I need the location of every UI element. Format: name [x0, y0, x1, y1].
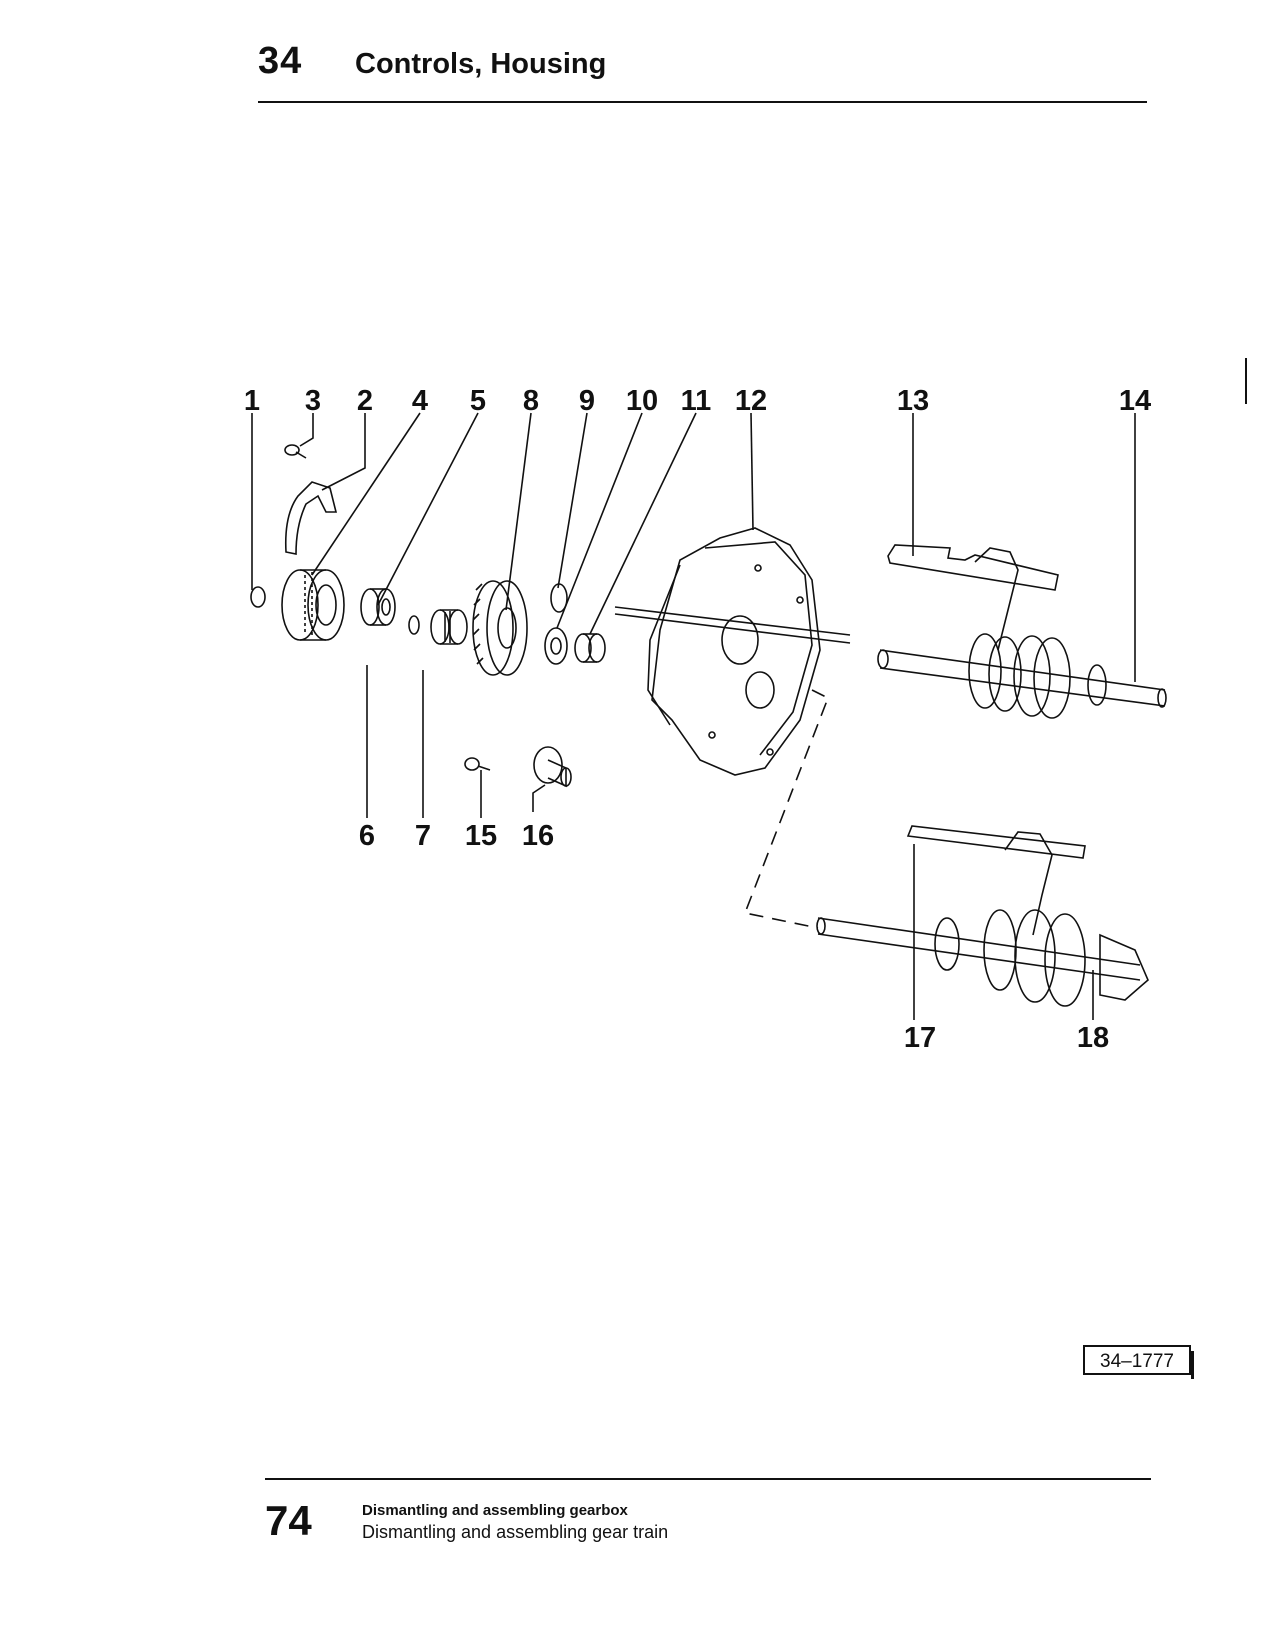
assembly-dash-line	[743, 689, 830, 929]
margin-mark	[1245, 358, 1247, 404]
part-11-bearing	[574, 633, 606, 663]
header-rule	[258, 101, 1147, 103]
part-9-circlip	[550, 583, 568, 613]
figure-reference: 34–1777	[1083, 1345, 1194, 1379]
leader-9	[557, 412, 588, 589]
callout-10: 10	[626, 385, 658, 417]
part-14-mainshaft	[877, 633, 1167, 719]
part-17-selector-rod	[906, 825, 1086, 936]
callout-11: 11	[681, 385, 712, 417]
leader-2	[321, 413, 366, 491]
footer-subchapter: Dismantling and assembling gear train	[362, 1522, 669, 1542]
part-18-pinion-shaft	[816, 909, 1149, 1007]
callout-16: 16	[522, 820, 554, 852]
part-8-gear	[472, 580, 528, 676]
part-1-circlip	[250, 586, 266, 608]
leader-11	[589, 412, 697, 635]
leader-8	[505, 412, 532, 611]
part-2-fork	[284, 481, 338, 555]
part-4-synchro-hub	[281, 569, 345, 641]
part-10-washer	[544, 627, 568, 665]
part-15-screw	[464, 757, 491, 771]
callout-4: 4	[412, 385, 428, 417]
callout-7: 7	[415, 820, 431, 852]
part-5-bearing	[360, 588, 396, 626]
callout-5: 5	[470, 385, 486, 417]
part-12-housing	[614, 527, 851, 776]
page-number: 74	[265, 1497, 312, 1544]
callout-3: 3	[305, 385, 321, 417]
callout-2: 2	[357, 385, 373, 417]
callout-17: 17	[904, 1022, 936, 1054]
callout-15: 15	[465, 820, 497, 852]
callout-8: 8	[523, 385, 539, 417]
callout-12: 12	[735, 385, 767, 417]
footer-chapter: Dismantling and assembling gearbox	[362, 1502, 628, 1519]
section-title: Controls, Housing	[355, 48, 607, 80]
footer-rule	[265, 1478, 1151, 1480]
leader-12	[750, 412, 754, 531]
part-3-screw	[284, 444, 307, 459]
callout-9: 9	[579, 385, 595, 417]
leader-10	[556, 412, 643, 629]
leader-16	[532, 784, 546, 812]
callout-6: 6	[359, 820, 375, 852]
leader-5	[377, 412, 479, 606]
leader-4	[311, 412, 421, 576]
callout-1: 1	[244, 385, 260, 417]
part-6-ring	[408, 615, 420, 635]
leader-3	[299, 413, 314, 447]
part-13-selector-rod	[887, 544, 1059, 651]
section-number: 34	[258, 40, 303, 82]
callout-13: 13	[897, 385, 929, 417]
part-16-bushing	[533, 746, 572, 788]
part-7-needle-cage	[430, 609, 468, 645]
callout-14: 14	[1119, 385, 1151, 417]
callout-18: 18	[1077, 1022, 1109, 1054]
